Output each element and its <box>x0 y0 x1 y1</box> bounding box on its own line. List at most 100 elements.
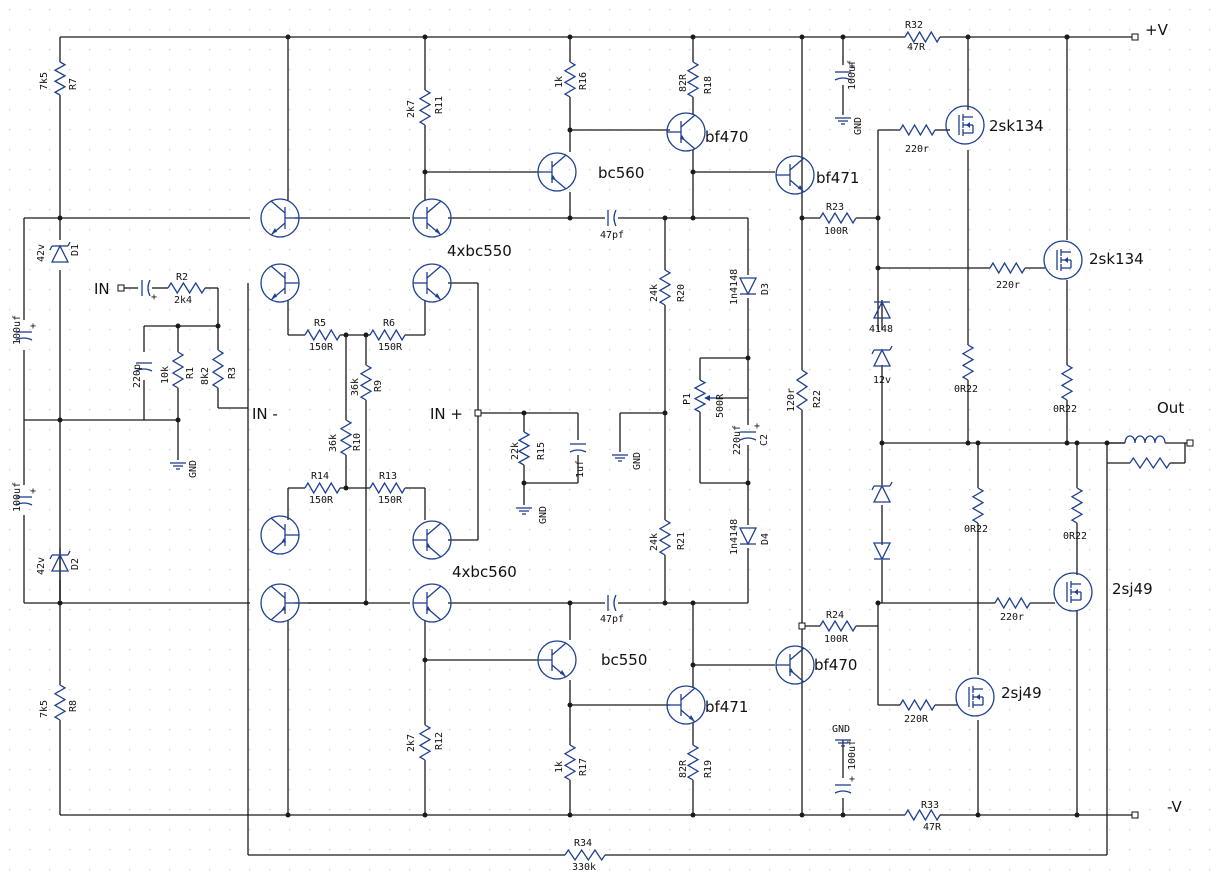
label-in-minus: IN - <box>252 405 278 423</box>
zener-d2 <box>49 550 71 572</box>
transistor-ltp-npn-4 <box>412 263 452 303</box>
transistor-ltp-pnp-4 <box>412 583 452 623</box>
r9-value: 36k <box>350 378 361 396</box>
r9-ref: R9 <box>373 380 384 392</box>
r12-value: 2k7 <box>406 734 417 752</box>
r32-ref: R32 <box>905 20 923 31</box>
capacitor-1uf <box>569 443 587 453</box>
r10-ref: R10 <box>352 433 363 451</box>
r33-value: 47R <box>923 822 942 833</box>
r11-ref: R11 <box>434 96 445 114</box>
c-47pf-top-value: 47pf <box>600 230 624 241</box>
transistor-ltp-npn-3 <box>412 198 452 238</box>
svg-text:+: + <box>30 486 36 497</box>
label-bc550: bc550 <box>601 651 647 669</box>
r5-ref: R5 <box>314 318 326 329</box>
label-bc560: bc560 <box>598 164 644 182</box>
r-0r22-1-value: 0R22 <box>954 384 978 395</box>
c-100uf-bottom-value: 100uf <box>847 740 858 770</box>
gnd-left-label: GND <box>188 460 199 478</box>
resistor-r8 <box>53 684 67 721</box>
r1-ref: R1 <box>185 367 196 379</box>
r-220r-3-value: 220r <box>1000 612 1024 623</box>
resistor-r20 <box>658 269 672 306</box>
transistor-ltp-pnp-3 <box>412 520 452 560</box>
transistor-ltp-pnp-2 <box>260 583 300 623</box>
gnd-top-label: GND <box>853 117 864 135</box>
r22-ref: R22 <box>812 390 823 408</box>
c-47pf-bottom-value: 47pf <box>600 614 624 625</box>
resistor-r7 <box>53 61 67 96</box>
resistor-r6 <box>369 328 406 342</box>
capacitor-input: + <box>141 279 157 303</box>
ground-left <box>170 462 186 470</box>
r10-value: 36k <box>328 434 339 452</box>
inductor-output <box>1124 435 1166 444</box>
d1-ref: D1 <box>70 244 81 256</box>
r12-ref: R12 <box>434 732 445 750</box>
label-4xbc550: 4xbc550 <box>447 242 512 260</box>
transistor-bf471-bottom <box>666 685 706 725</box>
mosfet-2sj49-2 <box>955 677 995 717</box>
resistor-0r22-2 <box>1060 364 1074 401</box>
p1-value: 500R <box>715 393 726 418</box>
resistor-r15 <box>517 431 531 466</box>
transistor-bc560 <box>537 152 577 192</box>
r7-ref: R7 <box>68 78 79 90</box>
resistor-r14 <box>304 481 341 495</box>
r13-value: 150R <box>378 495 403 506</box>
label-in: IN <box>94 280 110 298</box>
diode-d3 <box>738 277 758 296</box>
resistor-r16 <box>563 61 577 98</box>
mosfet-2sk134-1 <box>945 105 985 145</box>
r-0r22-4-value: 0R22 <box>1063 531 1087 542</box>
resistor-r22 <box>795 369 809 411</box>
label-q-bf471-bottom: bf471 <box>705 698 748 716</box>
r16-ref: R16 <box>578 72 589 90</box>
r3-value: 8k2 <box>200 367 211 385</box>
r-0r22-2-value: 0R22 <box>1053 404 1077 415</box>
r24-value: 100R <box>824 634 849 645</box>
transistor-ltp-pnp-1 <box>260 515 300 555</box>
resistor-r19 <box>686 744 700 781</box>
svg-text:+: + <box>849 61 855 72</box>
r14-ref: R14 <box>311 471 329 482</box>
label-q-bf470-top: bf470 <box>705 128 748 146</box>
zener-d1 <box>49 241 71 263</box>
r3-ref: R3 <box>227 367 238 379</box>
transistor-bc550 <box>537 640 577 680</box>
r22-value: 120r <box>786 388 797 412</box>
label-plus-v: +V <box>1145 21 1169 39</box>
label-minus-v: -V <box>1167 798 1183 816</box>
svg-text:+: + <box>849 774 855 785</box>
resistor-r12 <box>418 724 432 761</box>
r2-value: 2k4 <box>174 295 192 306</box>
capacitor-47pf-bottom <box>607 594 617 612</box>
r24-ref: R24 <box>826 610 844 621</box>
r23-ref: R23 <box>826 202 844 213</box>
r17-ref: R17 <box>578 758 589 776</box>
mosfet-2sk134-2 <box>1043 240 1083 280</box>
components: ++++++ <box>15 30 1171 862</box>
d1-value: 42v <box>36 244 47 262</box>
diode-4148 <box>872 300 892 319</box>
ground-bottom <box>835 739 851 747</box>
capacitor-100uf-left-bottom: + <box>15 486 36 506</box>
r14-value: 150R <box>309 495 334 506</box>
resistor-r18 <box>686 61 700 98</box>
r1-value: 10k <box>160 366 171 384</box>
transistor-bf470-bottom <box>775 645 815 685</box>
resistor-0r22-1 <box>961 344 975 381</box>
r7-value: 7k5 <box>39 72 50 90</box>
r19-ref: R19 <box>703 760 714 778</box>
label-q-bf471-top: bf471 <box>816 169 859 187</box>
resistor-220r-4 <box>899 698 936 712</box>
c-100uf-left-bottom-value: 100uf <box>12 482 23 512</box>
resistor-r17 <box>563 744 577 781</box>
c-100uf-left-top-value: 100uf <box>12 315 23 345</box>
r20-value: 24k <box>649 284 660 302</box>
r34-ref: R34 <box>574 838 592 849</box>
